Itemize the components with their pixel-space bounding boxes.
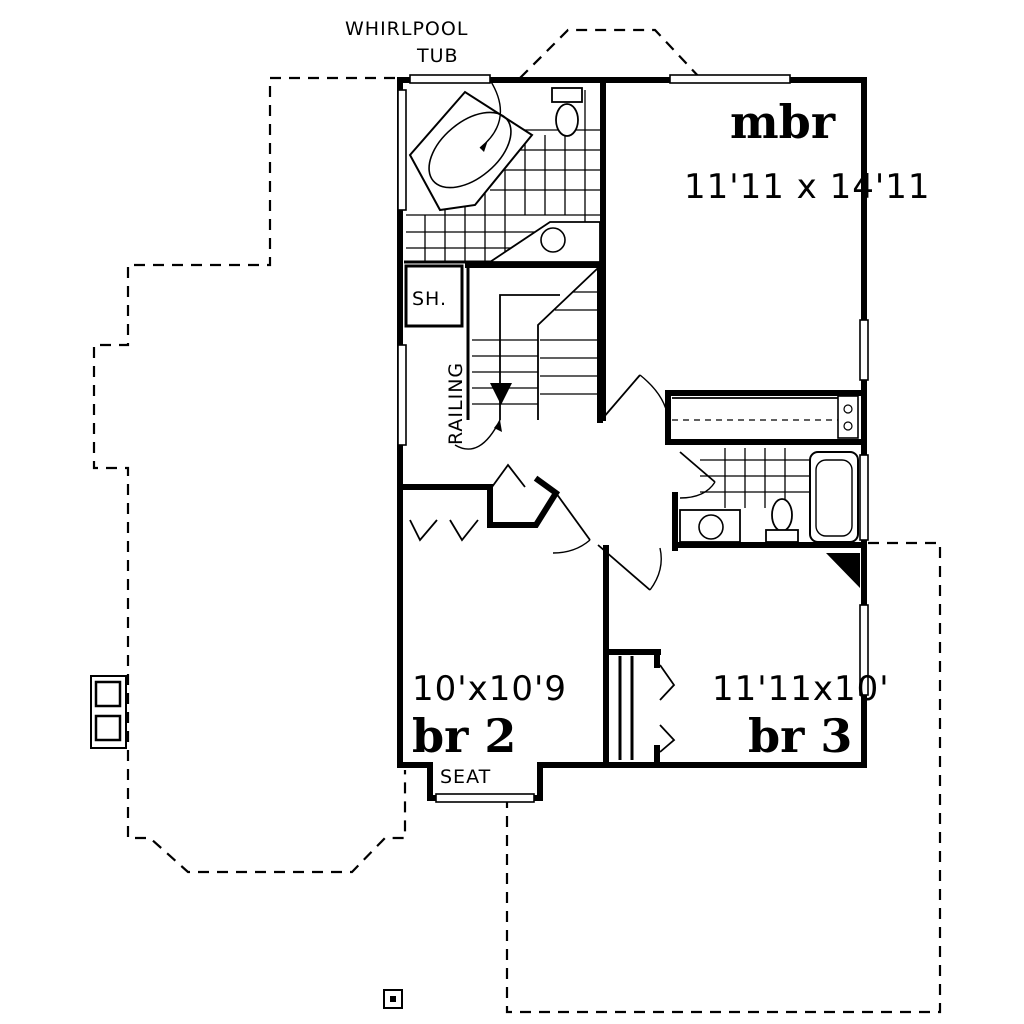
marker-square xyxy=(383,989,403,1009)
bay-outline-top xyxy=(519,28,701,79)
mbr-closet xyxy=(672,395,859,439)
whirlpool-tub xyxy=(408,79,534,212)
br2-name: br 2 xyxy=(412,709,516,763)
railing-label: RAILING xyxy=(445,362,467,445)
whirlpool-label-line2: TUB xyxy=(416,45,459,67)
mbr-dimensions: 11'11 x 14'11 xyxy=(684,167,930,207)
lower-floor-outline-left xyxy=(92,76,407,874)
br2-dimensions: 10'x10'9 xyxy=(412,669,567,709)
master-toilet xyxy=(551,87,583,137)
lower-floor-outline-right xyxy=(505,541,942,1014)
mbr-name: mbr xyxy=(730,95,836,149)
windows xyxy=(397,74,869,803)
stairs xyxy=(454,267,599,450)
br3-dimensions: 11'11x10' xyxy=(712,669,890,709)
whirlpool-label-line1: WHIRLPOOL xyxy=(345,18,468,40)
second-bath xyxy=(679,448,859,543)
chimney xyxy=(90,675,127,749)
master-bath-tiles xyxy=(406,90,600,262)
master-sink xyxy=(487,221,601,263)
br3-name: br 3 xyxy=(748,709,852,763)
shower-label: SH. xyxy=(412,288,447,310)
exterior-walls xyxy=(397,77,867,801)
seat-label: SEAT xyxy=(440,766,491,788)
doors xyxy=(409,374,716,753)
